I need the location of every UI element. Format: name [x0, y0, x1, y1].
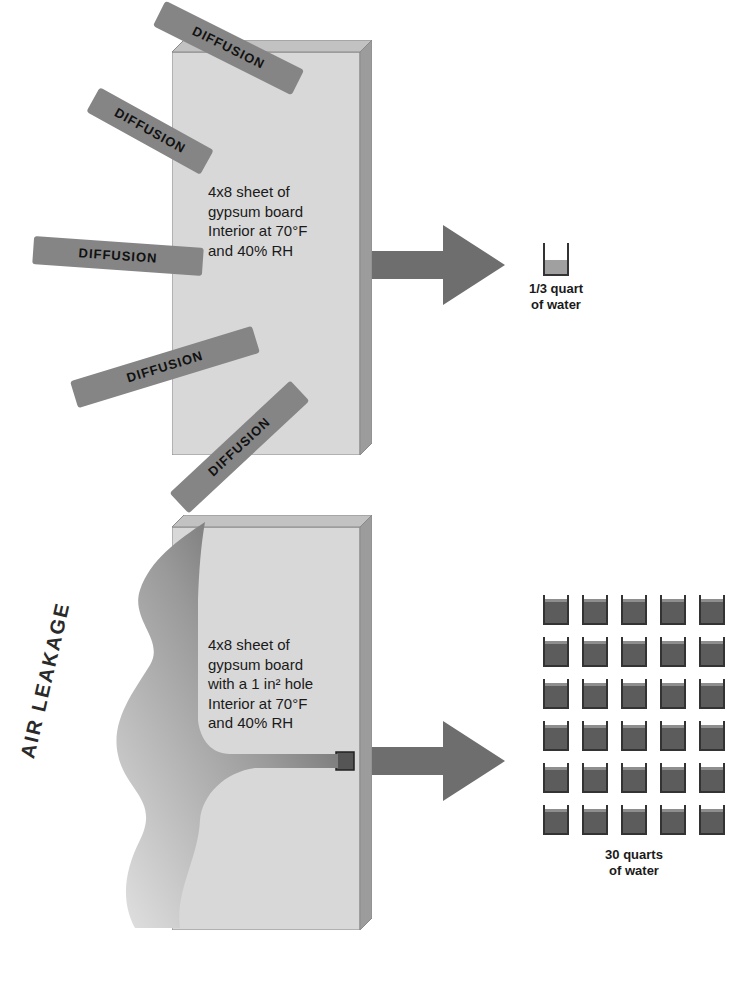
full-cup [700, 721, 724, 750]
full-cup [700, 637, 724, 666]
full-cup [583, 595, 607, 624]
board-side-edge [360, 515, 372, 930]
cup-water [545, 260, 568, 274]
full-cup [583, 679, 607, 708]
board-label: 4x8 sheet of gypsum board [208, 182, 324, 221]
gypsum-board: 4x8 sheet of gypsum board with a 1 in² h… [172, 515, 372, 930]
full-cup [700, 679, 724, 708]
full-cup [622, 805, 646, 834]
full-cup [544, 637, 568, 666]
board-label: Interior at 70°F and 40% RH [208, 694, 324, 733]
board-face [172, 527, 360, 930]
diffusion-label: DIFFUSION [78, 239, 159, 272]
full-cup [583, 721, 607, 750]
full-cup [700, 805, 724, 834]
full-cup [583, 763, 607, 792]
full-cup [583, 637, 607, 666]
full-cup [661, 637, 685, 666]
full-cup [544, 763, 568, 792]
full-cup [544, 805, 568, 834]
water-amount-label: 30 quarts of water [602, 847, 666, 880]
full-cup [661, 721, 685, 750]
full-cup [544, 595, 568, 624]
water-amount-label: 1/3 quart of water [524, 281, 588, 314]
board-side-edge [360, 40, 372, 455]
full-cup [544, 679, 568, 708]
full-cup [700, 763, 724, 792]
full-cup [622, 763, 646, 792]
flow-arrow [372, 721, 505, 801]
board-top-edge [172, 515, 372, 527]
board-label: Interior at 70°F and 40% RH [208, 221, 324, 260]
full-cup [661, 595, 685, 624]
small-cup [544, 243, 568, 275]
board-label: 4x8 sheet of gypsum board with a 1 in² h… [208, 635, 324, 694]
full-cup [544, 721, 568, 750]
cup-outline [544, 243, 568, 275]
full-cup [583, 805, 607, 834]
full-cup [622, 595, 646, 624]
full-cup [622, 679, 646, 708]
full-cup [661, 679, 685, 708]
flow-arrow [372, 225, 505, 305]
full-cup [661, 763, 685, 792]
water-amount: 30 quarts of water [505, 585, 720, 885]
full-cup [622, 637, 646, 666]
air-leakage-flow: AIR LEAKAGE [10, 515, 210, 935]
full-cup [661, 805, 685, 834]
cup-grid [544, 595, 724, 834]
full-cup [622, 721, 646, 750]
air-leakage-label: AIR LEAKAGE [11, 589, 79, 771]
board-hole [336, 752, 354, 770]
water-amount: 1/3 quart of water [505, 235, 615, 320]
full-cup [700, 595, 724, 624]
